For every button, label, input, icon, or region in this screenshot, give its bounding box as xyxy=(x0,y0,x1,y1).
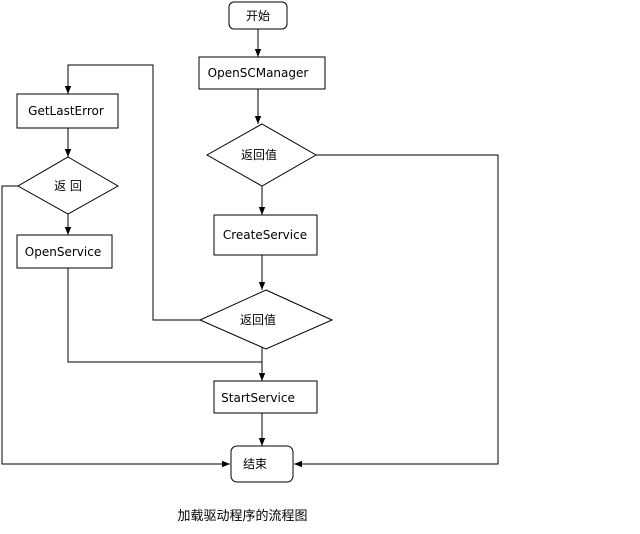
createservice-node: CreateService xyxy=(213,214,318,256)
end-label: 结束 xyxy=(243,457,267,471)
startservice-label: StartService xyxy=(221,391,295,405)
connector-return2-to-getlasterror xyxy=(64,64,200,321)
diagram-caption: 加载驱动程序的流程图 xyxy=(177,509,308,524)
return-decision-left-label: 返 回 xyxy=(54,179,82,193)
return-decision-left: 返 回 xyxy=(16,156,120,215)
start-label: 开始 xyxy=(246,9,270,23)
connector-return-left-to-end xyxy=(1,185,230,468)
return-decision-2-label: 返回值 xyxy=(240,312,276,327)
openservice-node: OpenService xyxy=(16,234,113,269)
end-node: 结束 xyxy=(230,445,294,483)
openscmanager-label: OpenSCManager xyxy=(208,66,309,80)
return-decision-1: 返回值 xyxy=(205,123,318,187)
start-node: 开始 xyxy=(228,1,288,30)
connectors xyxy=(1,29,499,468)
openservice-label: OpenService xyxy=(25,245,101,259)
connector-openservice-to-startservice xyxy=(67,268,262,363)
return-decision-2: 返回值 xyxy=(198,289,334,350)
return-decision-1-label: 返回值 xyxy=(241,147,277,162)
openscmanager-node: OpenSCManager xyxy=(198,56,326,90)
getlasterror-node: GetLastError xyxy=(16,93,119,129)
startservice-node: StartService xyxy=(213,380,318,414)
createservice-label: CreateService xyxy=(223,228,307,242)
connector-return-fail-to-end xyxy=(294,154,499,468)
getlasterror-label: GetLastError xyxy=(28,104,104,118)
